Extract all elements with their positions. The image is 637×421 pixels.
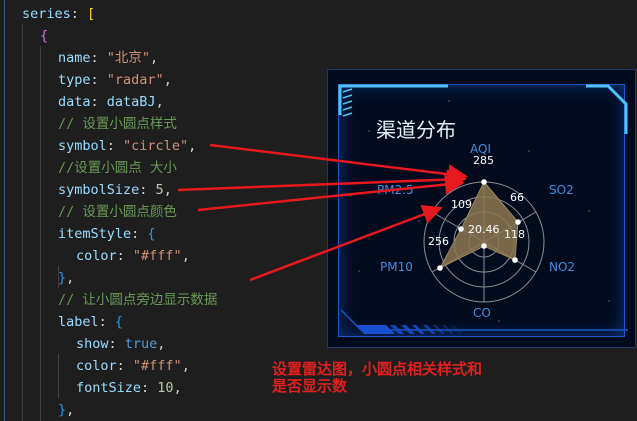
code-line: type: "radar", [58, 72, 172, 88]
annotation-text: 设置雷达图，小圆点相关样式和 是否显示数 [272, 361, 482, 395]
code-line: //设置小圆点 大小 [58, 160, 177, 176]
code-line: symbol: "circle", [58, 138, 197, 154]
indent-guide [58, 266, 59, 288]
annotation-line-1: 设置雷达图，小圆点相关样式和 [272, 360, 483, 378]
code-line: }, [58, 402, 75, 418]
axis-label-aqi: AQI [470, 142, 491, 156]
code-line: color: "#fff", [76, 358, 190, 374]
panel-title: 渠道分布 [376, 118, 456, 142]
indent-guide [58, 354, 59, 398]
code-line: // 让小圆点旁边显示数据 [58, 292, 218, 308]
annotation-line-2: 是否显示数 [272, 377, 348, 395]
code-line: name: "北京", [58, 50, 159, 66]
code-line: { [40, 28, 49, 44]
axis-label-co: CO [473, 306, 491, 320]
code-line: series: [ [22, 6, 96, 22]
code-line: fontSize: 10, [76, 380, 182, 396]
axis-label-pm25: PM2.5 [377, 183, 414, 197]
indent-guide [22, 24, 23, 421]
code-line: label: { [58, 314, 124, 330]
code-line: symbolSize: 5, [58, 182, 172, 198]
code-line: show: true, [76, 336, 166, 352]
code-line: data: dataBJ, [58, 94, 164, 110]
value-label-pm25: 109 [451, 198, 472, 211]
value-label-no2: 118 [504, 228, 525, 241]
radar-svg [338, 84, 628, 334]
code-line: itemStyle: { [58, 226, 156, 242]
axis-label-so2: SO2 [549, 183, 574, 197]
radar-chart-panel: 渠道分布 AQI SO2 NO2 CO PM10 PM2.5 285 66 11… [327, 69, 636, 348]
value-label-pm10: 256 [428, 235, 449, 248]
indent-guide [40, 46, 41, 421]
axis-label-no2: NO2 [549, 260, 576, 274]
axis-label-pm10: PM10 [380, 260, 413, 274]
code-line: // 设置小圆点颜色 [58, 204, 177, 220]
code-line: // 设置小圆点样式 [58, 116, 177, 132]
value-label-co: 20.46 [468, 223, 500, 236]
gutter-border [4, 0, 5, 421]
value-label-aqi: 285 [473, 154, 494, 167]
value-label-so2: 66 [510, 191, 524, 204]
code-line: }, [58, 270, 75, 286]
code-line: color: "#fff", [76, 248, 190, 264]
